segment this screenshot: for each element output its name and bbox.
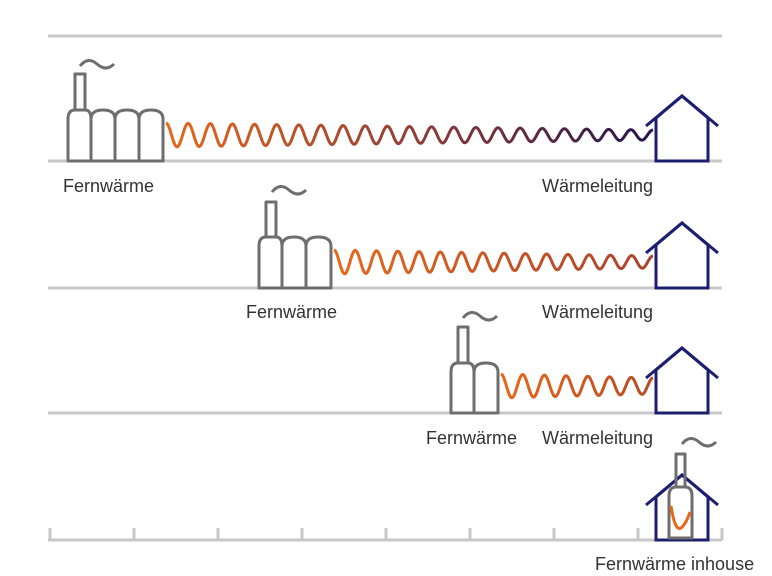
house-label: Wärmeleitung — [542, 176, 653, 196]
district-heating-plant-icon — [257, 200, 333, 290]
row-4: Fernwärme inhouse — [48, 437, 754, 574]
district-heating-plant-icon — [66, 72, 165, 163]
smoke-icon — [78, 59, 116, 70]
heat-wave-icon — [165, 121, 654, 149]
house-label: Wärmeleitung — [542, 302, 653, 322]
source-label: Fernwärme — [426, 428, 517, 448]
house-icon — [654, 473, 710, 542]
heat-wave-icon — [669, 505, 692, 530]
smoke-icon — [270, 185, 308, 196]
house-roof — [645, 346, 719, 380]
row-3: Fernwärme Wärmeleitung — [48, 311, 722, 448]
house-roof — [645, 473, 719, 507]
source-label: Fernwärme — [246, 302, 337, 322]
smoke-icon — [680, 437, 718, 448]
smoke-icon — [461, 311, 499, 322]
heat-wave-icon — [333, 248, 654, 276]
house-icon — [654, 221, 710, 290]
district-heating-plant-icon — [449, 325, 500, 415]
source-label: Fernwärme inhouse — [595, 554, 754, 574]
source-label: Fernwärme — [63, 176, 154, 196]
row-1: Fernwärme Wärmeleitung — [48, 59, 722, 196]
district-heating-plant-icon — [667, 452, 694, 540]
heat-wave-icon — [500, 372, 654, 400]
row-2: Fernwärme Wärmeleitung — [48, 185, 722, 322]
house-label: Wärmeleitung — [542, 428, 653, 448]
axis-ticks — [48, 528, 724, 540]
house-roof — [645, 94, 719, 128]
house-icon — [654, 94, 710, 163]
house-roof — [645, 221, 719, 255]
house-icon — [654, 346, 710, 415]
